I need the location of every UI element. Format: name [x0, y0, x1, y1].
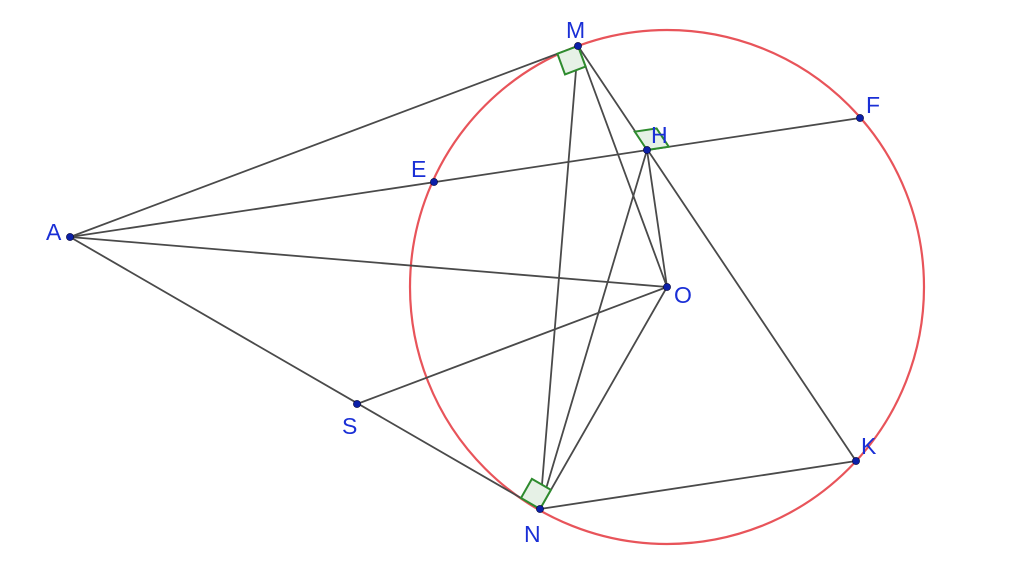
segment-ON: [539, 286, 668, 510]
point-label-O: O: [674, 282, 692, 308]
segment-NK: [539, 460, 857, 510]
point-M: [574, 42, 582, 50]
point-E: [430, 178, 438, 186]
segment-MK: [577, 45, 857, 462]
segment-HN: [539, 149, 648, 510]
point-label-E: E: [411, 156, 426, 182]
segment-MN: [539, 45, 579, 510]
segment-AN: [69, 236, 541, 510]
segment-MO: [577, 45, 668, 288]
point-label-F: F: [866, 92, 880, 118]
point-label-M: M: [566, 17, 585, 43]
point-H: [643, 146, 651, 154]
segment-AM: [69, 45, 579, 238]
point-O: [663, 283, 671, 291]
point-label-H: H: [651, 122, 668, 148]
point-A: [66, 233, 74, 241]
right-angle-marker-H: [633, 127, 671, 152]
point-label-A: A: [46, 219, 62, 245]
point-F: [856, 114, 864, 122]
point-N: [536, 505, 544, 513]
circle-center-O: [408, 28, 926, 546]
segment-AO: [69, 236, 668, 288]
point-label-N: N: [524, 521, 541, 547]
segment-HO: [646, 149, 668, 288]
right-angle-marker-M: [556, 44, 587, 76]
segment-AF: [69, 117, 861, 238]
point-K: [852, 457, 860, 465]
right-angle-marker-N: [519, 477, 553, 511]
point-label-S: S: [342, 413, 357, 439]
point-S: [353, 400, 361, 408]
segment-SO: [356, 286, 668, 405]
point-label-K: K: [861, 433, 877, 459]
